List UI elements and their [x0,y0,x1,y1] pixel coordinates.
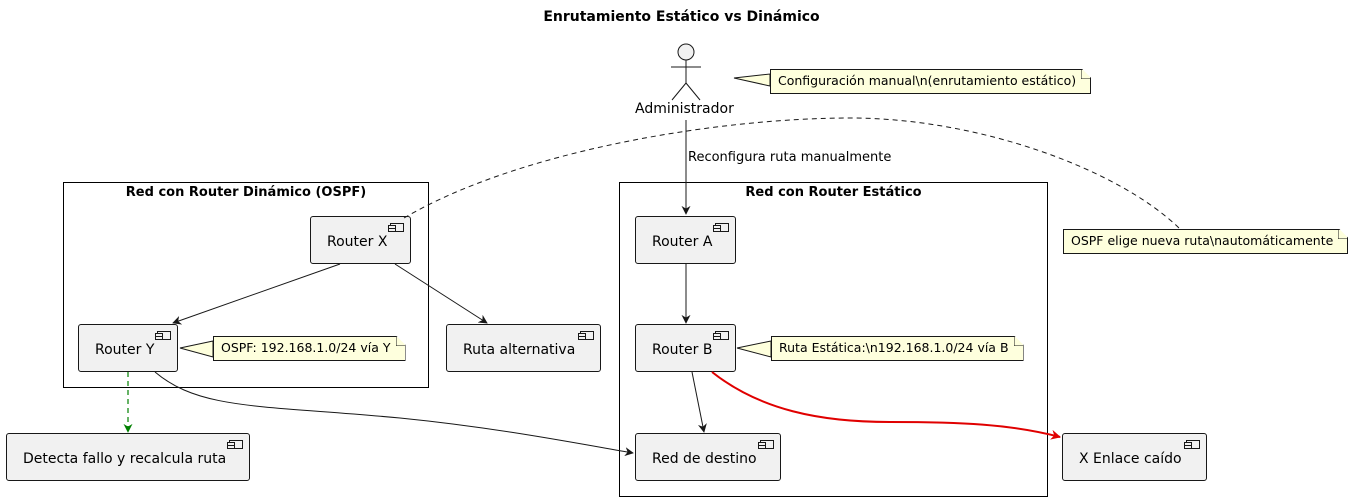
note-fold-icon [1081,70,1090,79]
component-icon [227,440,243,449]
note-connector-ruta-estatica [736,340,772,358]
note-link-ospf-elige [403,117,1181,230]
edge-router-y-red-destino [154,371,634,457]
component-router-b[interactable]: Router B [635,324,736,372]
note-ruta-estatica-text: Ruta Estática:\n192.168.1.0/24 vía B [779,340,1009,355]
detecta-fallo-label: Detecta fallo y recalcula ruta [23,451,227,467]
note-connector-config [733,73,771,87]
enlace-caido-label: X Enlace caído [1079,451,1182,467]
component-router-a[interactable]: Router A [635,216,736,264]
router-b-label: Router B [652,342,713,358]
component-router-y[interactable]: Router Y [78,324,178,372]
edge-router-x-router-y [172,263,341,325]
edge-label-reconfigura: Reconfigura ruta manualmente [688,150,892,165]
component-icon [578,331,594,340]
component-router-x[interactable]: Router X [310,216,411,264]
red-destino-label: Red de destino [652,451,757,467]
component-red-destino[interactable]: Red de destino [635,433,781,481]
note-ospf-elige: OSPF elige nueva ruta\nautomáticamente [1063,229,1348,254]
note-ospf-ruta-text: OSPF: 192.168.1.0/24 vía Y [221,340,391,355]
diagram-title: Enrutamiento Estático vs Dinámico [543,9,820,25]
component-icon [388,223,404,232]
package-static-title: Red con Router Estático [745,185,922,200]
edge-router-b-red-destino [691,371,707,433]
component-ruta-alternativa[interactable]: Ruta alternativa [446,324,601,372]
edge-router-x-ruta-alternativa [394,263,488,324]
note-ospf-ruta: OSPF: 192.168.1.0/24 vía Y [213,336,406,361]
component-icon [1184,440,1200,449]
router-y-label: Router Y [95,342,155,358]
note-ruta-estatica: Ruta Estática:\n192.168.1.0/24 vía B [771,336,1024,361]
component-icon [758,440,774,449]
note-ospf-elige-text: OSPF elige nueva ruta\nautomáticamente [1071,233,1334,248]
note-fold-icon [1014,337,1023,346]
component-detecta-fallo[interactable]: Detecta fallo y recalcula ruta [6,433,250,481]
component-icon [713,331,729,340]
actor-administrador-icon [671,43,701,101]
component-icon [155,331,171,340]
component-enlace-caido[interactable]: X Enlace caído [1062,433,1207,481]
note-configuracion-manual: Configuración manual\n(enrutamiento está… [770,69,1091,94]
component-icon [713,223,729,232]
package-dynamic-title: Red con Router Dinámico (OSPF) [125,185,367,200]
note-connector-ospf-ruta [179,340,214,358]
note-fold-icon [1338,230,1347,239]
router-x-label: Router X [327,234,388,250]
actor-administrador-label: Administrador [635,101,734,117]
router-a-label: Router A [652,234,713,250]
edge-router-b-enlace-caido [711,371,1061,440]
ruta-alternativa-label: Ruta alternativa [463,342,576,358]
note-configuracion-manual-text: Configuración manual\n(enrutamiento está… [778,73,1077,88]
note-fold-icon [396,337,405,346]
